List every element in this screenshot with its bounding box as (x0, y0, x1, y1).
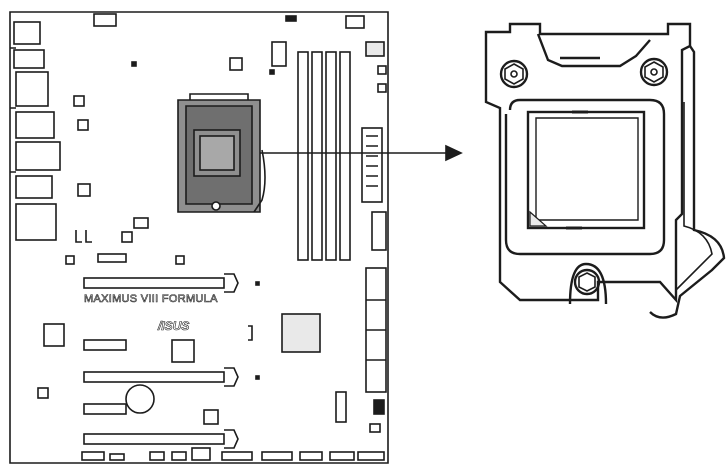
screw-left (499, 59, 529, 89)
io-display-port (15, 175, 53, 199)
dimm-slot-a2 (311, 51, 323, 261)
screw-bottom (568, 262, 608, 305)
retention-bracket (536, 33, 651, 68)
pcie-x1-slot-1 (83, 339, 127, 351)
notch-mark (566, 110, 588, 230)
fan-header (271, 41, 287, 67)
component-square (133, 217, 149, 229)
motherboard: MAXIMUS VIII FORMULA /ISUS (9, 11, 389, 464)
component-square (377, 65, 387, 75)
io-usb3-stack (15, 141, 61, 171)
pcie-small-dot (255, 375, 260, 380)
component-square (65, 255, 75, 265)
board-cpu-socket (177, 93, 261, 213)
cpu-die-inner (535, 117, 639, 221)
load-lever (649, 45, 726, 319)
component-square (121, 231, 133, 243)
component-square (77, 119, 89, 131)
load-plate-outer (484, 58, 684, 304)
pcie-small-dot (255, 281, 260, 286)
pcie-latch-1 (224, 273, 239, 293)
io-usb-stack (15, 71, 49, 107)
load-plate-inner (504, 98, 666, 256)
pcie-latch-2 (224, 367, 239, 387)
io-ps2-port (13, 21, 41, 45)
component-square (373, 399, 385, 415)
rear-io-panel (10, 21, 61, 241)
fan-header-top-right (345, 15, 365, 29)
screw-right (639, 57, 669, 87)
io-audio-stack (15, 203, 57, 241)
pcie-x4-slot (97, 253, 127, 263)
atx-power-connector (361, 127, 383, 203)
dimm-slot-a1 (297, 51, 309, 261)
pcie-slot-3 (83, 433, 225, 445)
cpu-die-area (526, 110, 646, 230)
socket-closeup (484, 22, 726, 319)
dimm-slot-b1 (325, 51, 337, 261)
pcie-latch-3 (224, 429, 239, 449)
component-chip (365, 41, 385, 57)
component-square (175, 255, 185, 265)
pin1-triangle (529, 210, 548, 227)
arrow-right-icon (260, 144, 463, 162)
pch-chipset (281, 313, 321, 353)
board-outline (9, 11, 389, 464)
component-square (77, 183, 91, 197)
brand-logo: /ISUS (157, 319, 189, 333)
clip-connector (75, 230, 92, 243)
model-label: MAXIMUS VIII FORMULA (84, 293, 218, 305)
component-square (37, 387, 49, 399)
small-header-top (285, 15, 297, 22)
usb3-header (371, 211, 387, 251)
sata-dividers (366, 299, 386, 361)
component-square (43, 323, 65, 347)
io-audio-jack (13, 49, 45, 69)
component-dot (131, 61, 137, 67)
io-bracket-line (10, 47, 16, 173)
dimm-slots (297, 51, 351, 261)
socket-lever-wire (253, 149, 266, 213)
cpu-power-connector (93, 13, 117, 27)
load-lever-inner (675, 102, 713, 291)
dimm-slot-b2 (339, 51, 351, 261)
component-square (369, 423, 381, 433)
component-square (171, 339, 195, 363)
load-plate-top (484, 22, 692, 100)
component-square (203, 409, 219, 425)
component-dot (269, 69, 275, 75)
component-square (377, 83, 387, 93)
chip-bracket (248, 325, 253, 341)
component-square (229, 57, 243, 71)
bottom-headers (81, 447, 385, 461)
io-lan-port (15, 111, 55, 139)
pcie-x1-slot-2 (83, 403, 127, 415)
pcie-slot-1 (83, 277, 225, 289)
cmos-battery (125, 384, 155, 414)
component-square (73, 95, 85, 107)
atx-pins (366, 135, 378, 187)
pcie-slots (83, 273, 260, 449)
pcie-slot-2 (83, 371, 225, 383)
m2-connector (335, 391, 347, 423)
